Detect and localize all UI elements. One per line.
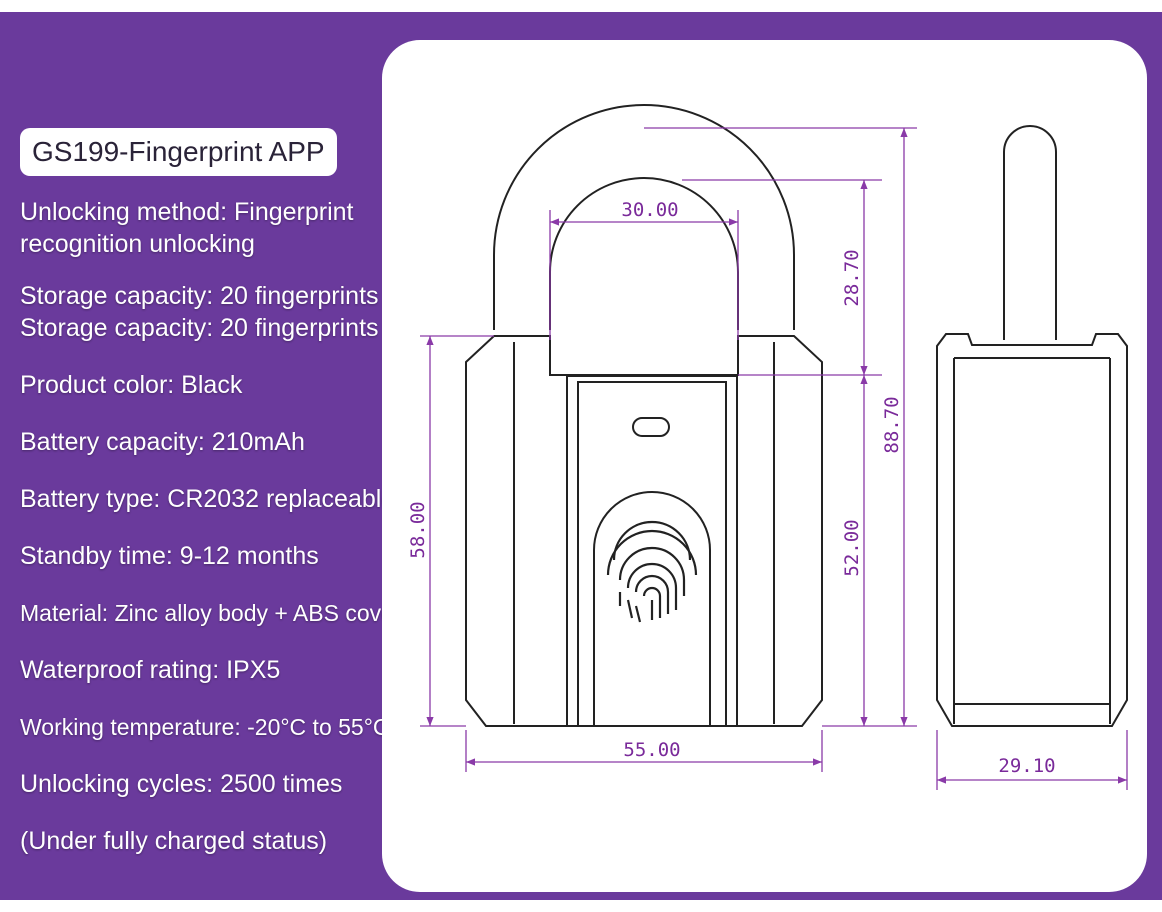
side-shackle	[1003, 125, 1057, 340]
dim-body-width: 55.00	[623, 739, 680, 761]
spec-storage-capacity: Storage capacity: 20 fingerprints	[20, 282, 379, 310]
dim-shackle-height: 28.70	[841, 249, 863, 306]
spec-battery-type: Battery type: CR2032 replaceable	[20, 485, 396, 513]
spec-standby-time: Standby time: 9-12 months	[20, 542, 319, 570]
side-body-outline	[936, 333, 1128, 727]
spec-unlocking-cycles: Unlocking cycles: 2500 times	[20, 770, 343, 798]
shackle-inner	[549, 177, 739, 330]
front-plate-inner	[577, 381, 727, 727]
front-plate	[566, 375, 738, 727]
dim-side-depth: 29.10	[998, 755, 1055, 777]
indicator-light-icon	[632, 417, 670, 437]
spec-unlocking-method: Unlocking method: Fingerprint recognitio…	[20, 198, 354, 258]
spec-waterproof-rating: Waterproof rating: IPX5	[20, 656, 281, 684]
purple-frame: GS199-Fingerprint APP Unlocking method: …	[0, 12, 1162, 900]
dim-body-height: 58.00	[407, 501, 429, 558]
fingerprint-housing	[593, 491, 711, 726]
dim-total-height: 88.70	[881, 396, 903, 453]
spec-working-temperature: Working temperature: -20°C to 55°C	[20, 714, 390, 740]
spec-product-color: Product color: Black	[20, 371, 243, 399]
shackle-outer	[493, 104, 795, 330]
technical-drawing-panel: 30.00 28.70 88.70 58.00 52.00 55.00 29.1…	[382, 40, 1147, 892]
padlock-technical-drawing: 30.00 28.70 88.70 58.00 52.00 55.00 29.1…	[407, 104, 1128, 790]
spec-list: Unlocking method: Fingerprint recognitio…	[20, 196, 402, 857]
spec-storage-capacity-duplicate: Storage capacity: 20 fingerprints	[20, 314, 379, 342]
dim-shackle-inner-width: 30.00	[621, 199, 678, 221]
dim-fingerprint-area-height: 52.00	[841, 519, 863, 576]
spec-material: Material: Zinc alloy body + ABS cover	[20, 600, 402, 626]
side-view	[936, 125, 1128, 727]
product-title-badge: GS199-Fingerprint APP	[20, 128, 337, 176]
spec-charge-note: (Under fully charged status)	[20, 827, 328, 855]
spec-battery-capacity: Battery capacity: 210mAh	[20, 428, 305, 456]
dimension-lines	[420, 127, 1128, 790]
fingerprint-icon	[606, 520, 698, 623]
